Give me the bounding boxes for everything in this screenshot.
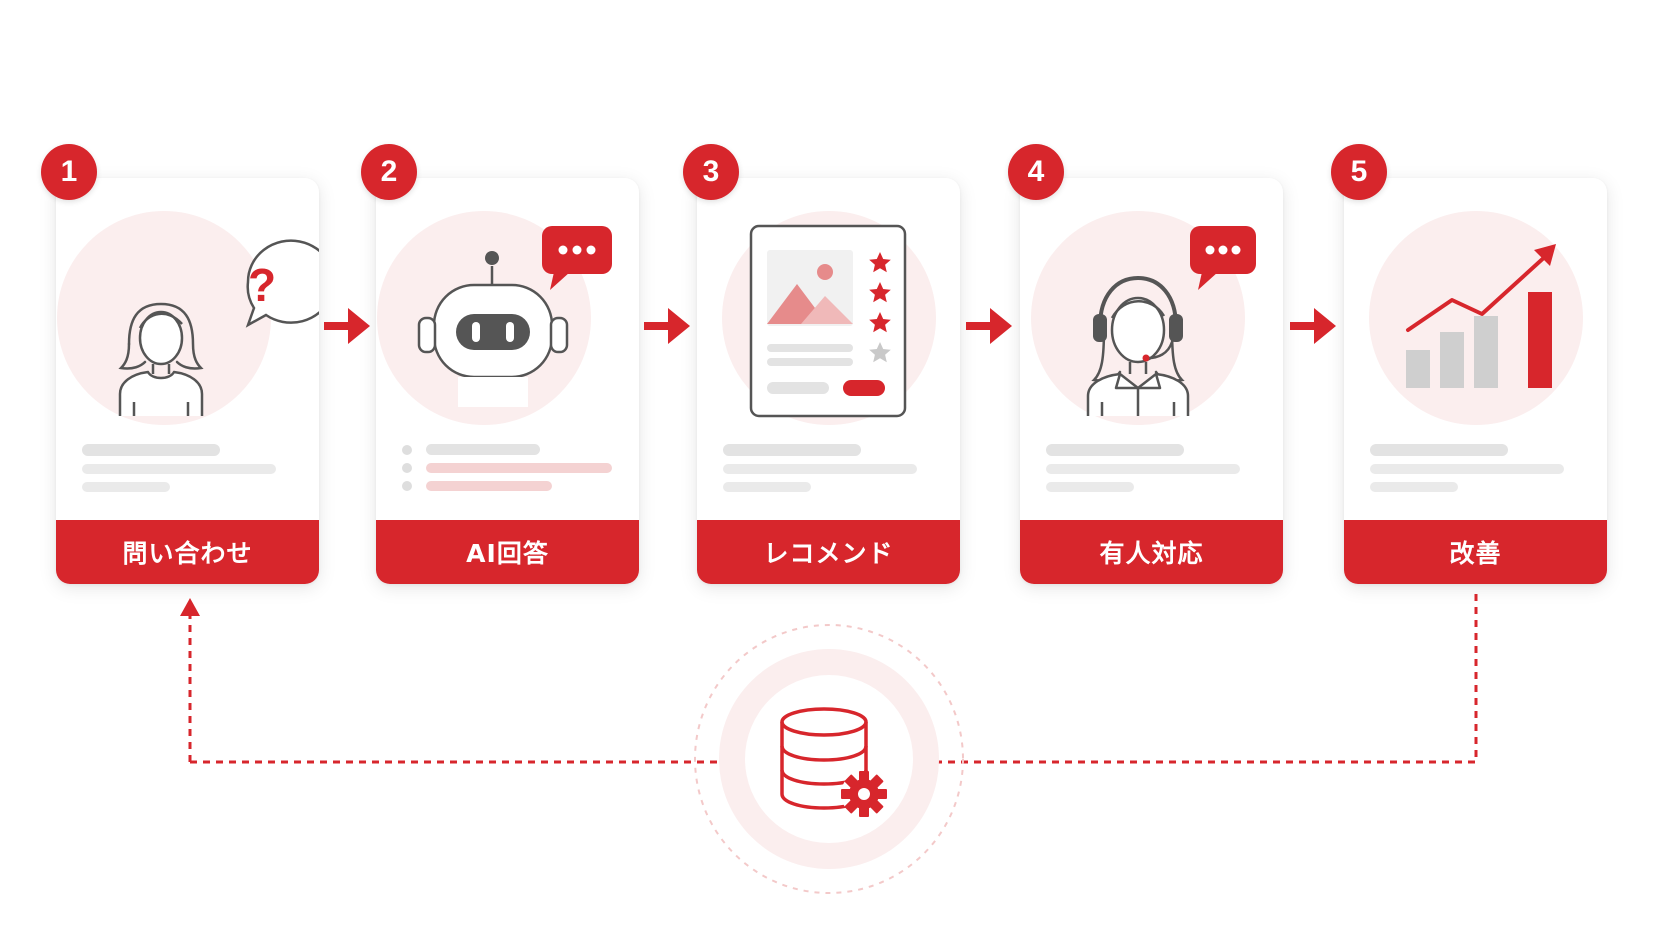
step-number-badge: 1 bbox=[41, 144, 97, 200]
arrow-right-icon bbox=[324, 308, 370, 344]
arrow-right-icon bbox=[966, 308, 1012, 344]
step-number-badge: 3 bbox=[683, 144, 739, 200]
product-rating-icon bbox=[722, 211, 936, 425]
placeholder-text-lines bbox=[723, 444, 917, 492]
loop-line-from-improvement bbox=[930, 594, 1478, 764]
step-label: レコメンド bbox=[697, 520, 960, 584]
user-question-icon: ? bbox=[57, 211, 319, 425]
step-number-badge: 2 bbox=[361, 144, 417, 200]
step-number-badge: 4 bbox=[1008, 144, 1064, 200]
placeholder-list-lines bbox=[402, 444, 612, 491]
placeholder-text-lines bbox=[1370, 444, 1564, 492]
step-label: 問い合わせ bbox=[56, 520, 319, 584]
arrow-right-icon bbox=[1290, 308, 1336, 344]
step-card-ai-answer: AI回答 bbox=[376, 178, 639, 584]
growth-chart-icon bbox=[1369, 211, 1583, 425]
step-card-human-support: 有人対応 bbox=[1020, 178, 1283, 584]
step-label: 有人対応 bbox=[1020, 520, 1283, 584]
step-label: 改善 bbox=[1344, 520, 1607, 584]
robot-chat-icon bbox=[377, 211, 612, 425]
arrow-right-icon bbox=[644, 308, 690, 344]
step-number-badge: 5 bbox=[1331, 144, 1387, 200]
svg-text:?: ? bbox=[248, 259, 276, 311]
step-card-improvement: 改善 bbox=[1344, 178, 1607, 584]
placeholder-text-lines bbox=[82, 444, 276, 492]
step-card-inquiry: ? 問い合わせ bbox=[56, 178, 319, 584]
step-label: AI回答 bbox=[376, 520, 639, 584]
placeholder-text-lines bbox=[1046, 444, 1240, 492]
operator-headset-icon bbox=[1031, 211, 1256, 425]
step-card-recommend: レコメンド bbox=[697, 178, 960, 584]
arrow-up-icon bbox=[180, 598, 200, 616]
database-gear-icon bbox=[694, 624, 964, 894]
